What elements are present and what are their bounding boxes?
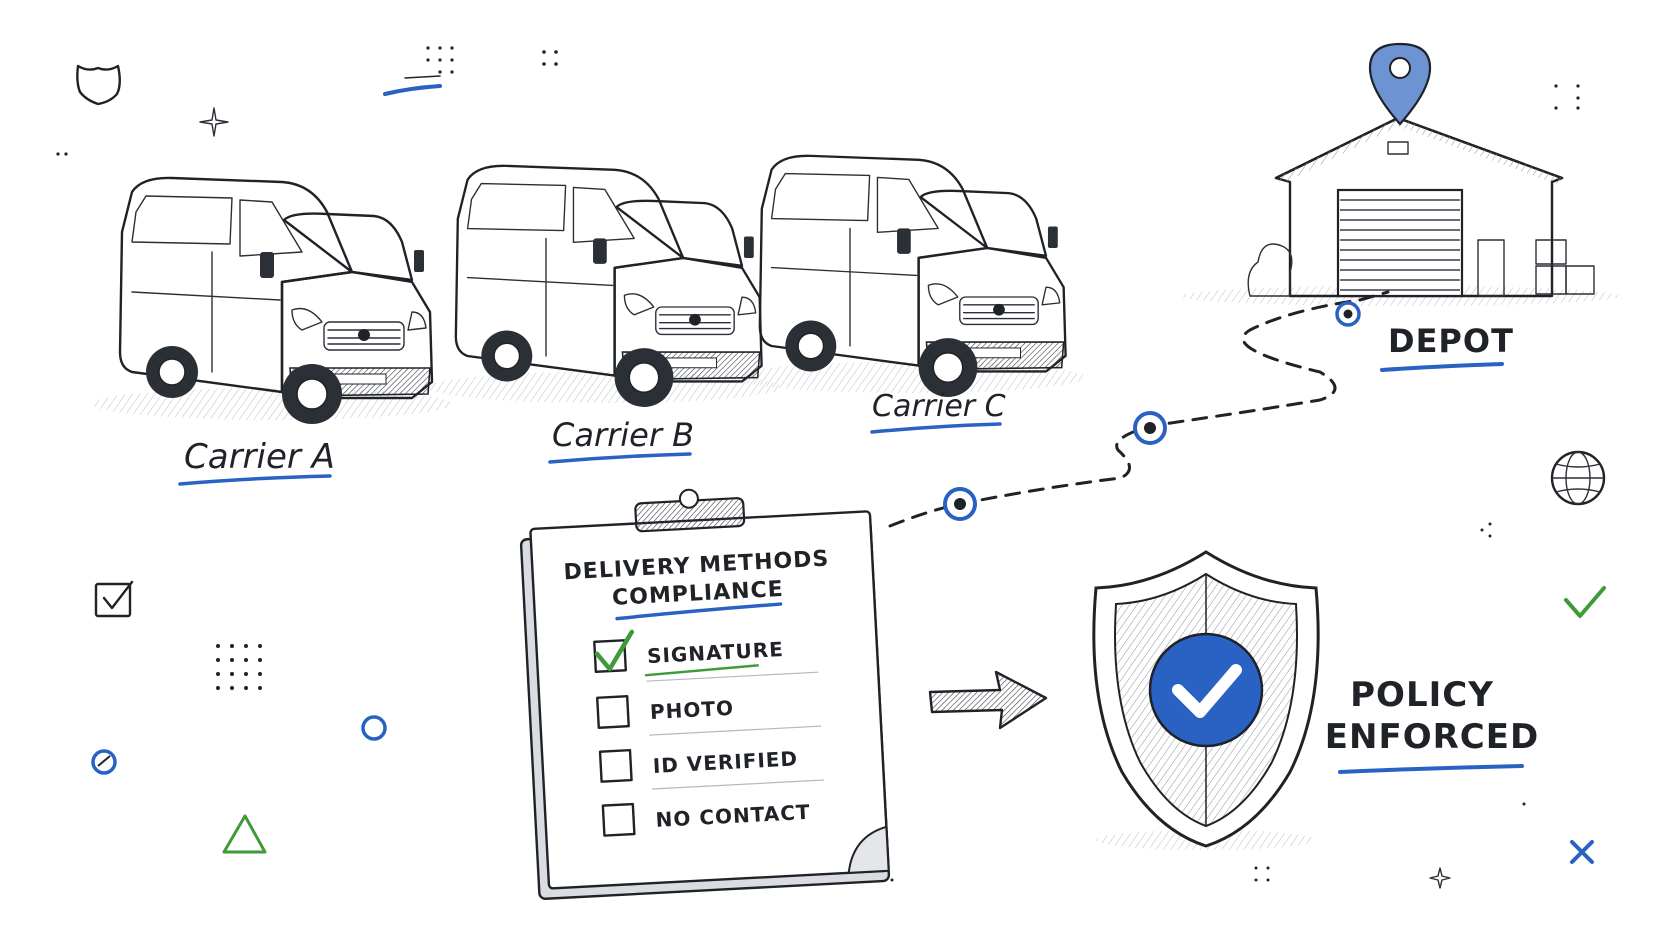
policy-label-line2: ENFORCED [1325, 717, 1539, 757]
van-carrier-a [90, 176, 454, 426]
blue-dash-stroke [383, 75, 442, 96]
shield-check-icon [1092, 550, 1320, 850]
dot-grid-decoration [56, 46, 1580, 882]
checklist-item-label: PHOTO [649, 696, 734, 724]
carrier-c-underline [870, 422, 1002, 434]
sparkle-small-icon [1429, 867, 1451, 889]
route-path [888, 290, 1390, 528]
sparkle-icon [199, 107, 229, 137]
van-carrier-b [427, 164, 783, 409]
flow-arrow [928, 670, 1048, 730]
van-carrier-c [731, 154, 1087, 399]
compliance-clipboard: DELIVERY METHODS COMPLIANCE SIGNATURE PH… [519, 488, 891, 900]
blue-target-icon [91, 749, 117, 775]
checklist-item-photo: PHOTO [596, 695, 822, 736]
green-triangle-icon [222, 814, 267, 854]
blue-circle-icon [361, 715, 387, 741]
blue-x-icon [1570, 840, 1594, 864]
route-waypoint-3 [1335, 301, 1361, 327]
green-check-icon [594, 629, 635, 672]
carrier-b-underline [548, 452, 692, 464]
carrier-a-underline [178, 474, 332, 486]
carrier-c-label: Carrier C [872, 389, 1006, 424]
map-pin-icon [1368, 42, 1432, 126]
route-waypoint-2 [1133, 411, 1167, 445]
globe-icon [1550, 450, 1606, 506]
policy-underline [1338, 764, 1524, 774]
policy-label-line1: POLICY [1350, 675, 1494, 715]
depot-label: DEPOT [1388, 322, 1514, 360]
carrier-b-label: Carrier B [552, 416, 694, 454]
checkbox-icon [94, 580, 134, 618]
route-waypoint-1 [943, 487, 977, 521]
dot-grid-left [216, 644, 262, 690]
depot-building [1180, 116, 1620, 306]
shield-outline-icon [76, 64, 121, 106]
depot-underline [1380, 362, 1504, 372]
carrier-a-label: Carrier A [184, 437, 335, 477]
green-check-icon [1564, 586, 1606, 618]
